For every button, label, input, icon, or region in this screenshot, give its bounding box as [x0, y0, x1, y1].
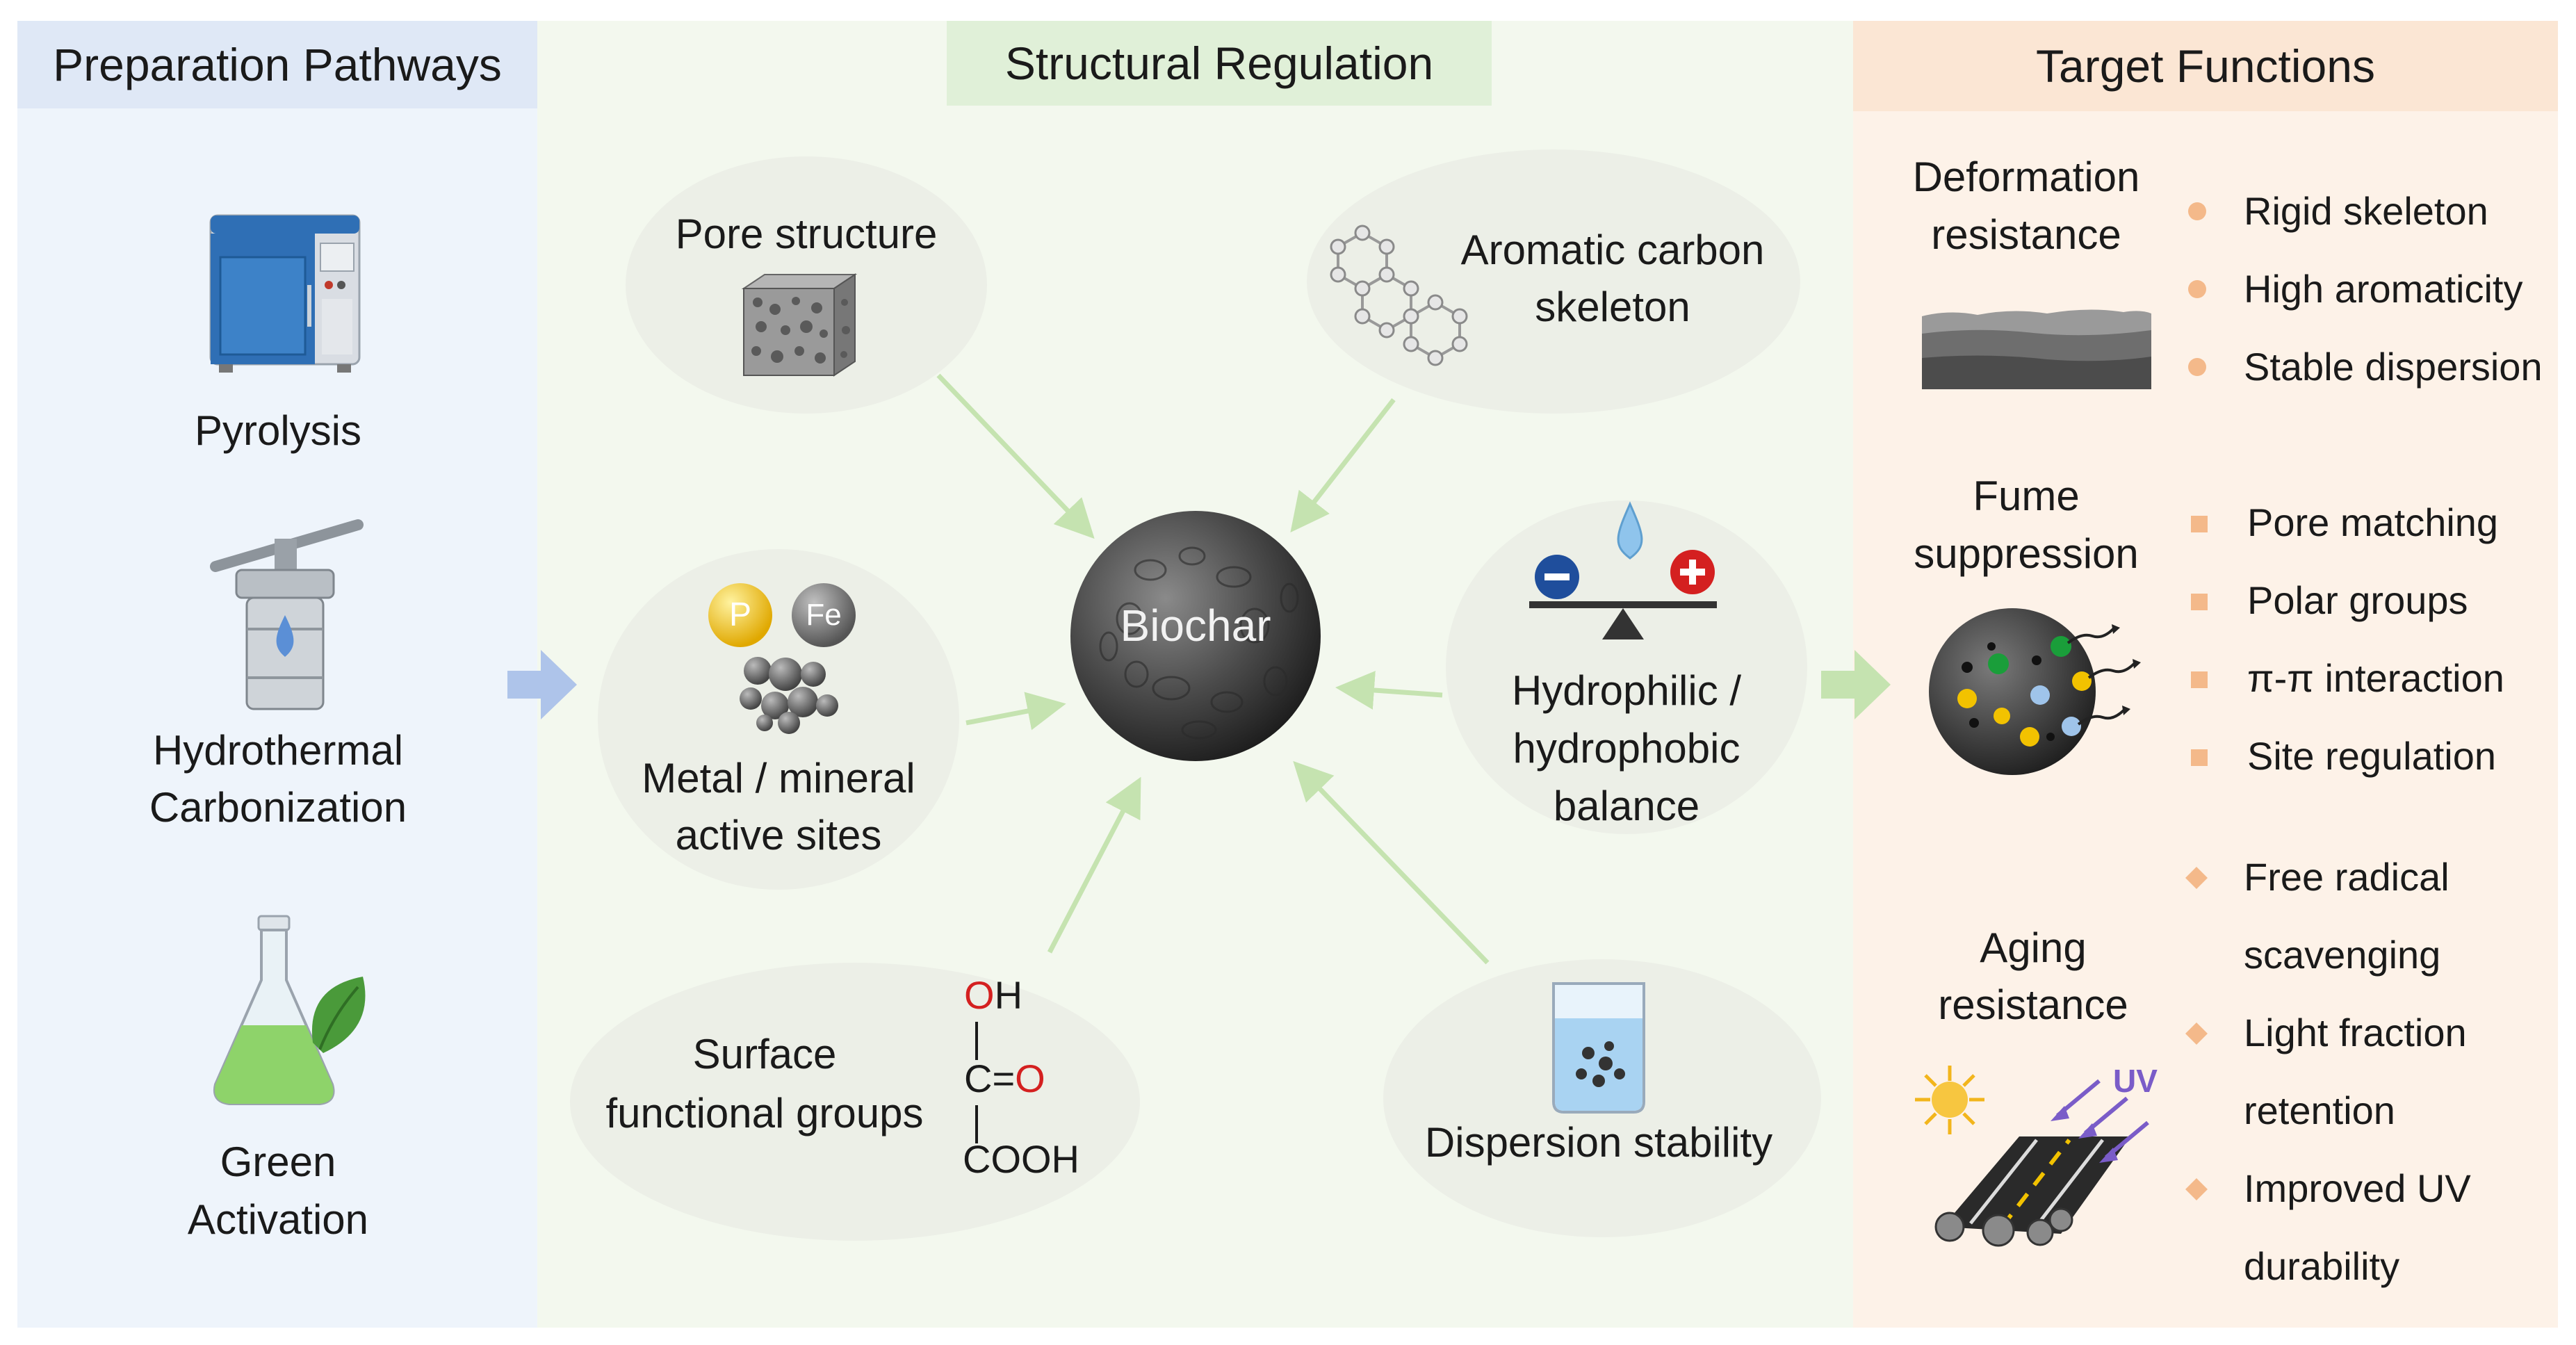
metal-p-symbol: P: [728, 596, 751, 633]
fume-item-2: Polar groups: [2247, 578, 2468, 622]
arrow-to-middle: [507, 650, 577, 719]
flask-leaf-icon: [213, 915, 366, 1105]
biochar-label: Biochar: [1120, 601, 1271, 651]
pathway-green-label-line2: Activation: [187, 1196, 369, 1243]
pathway-hydrothermal-label-line2: Carbonization: [149, 784, 407, 831]
deformation-title-line1: Deformation: [1912, 154, 2140, 200]
balance-icon: [1529, 501, 1717, 639]
chem-oh: OH: [964, 973, 1022, 1018]
metal-sites-icon: [708, 583, 856, 734]
fume-item-1: Pore matching: [2247, 500, 2499, 544]
pathway-hydrothermal-label-line1: Hydrothermal: [152, 727, 404, 774]
uv-label: UV: [2113, 1063, 2158, 1099]
aging-item-3-line1: Improved UV: [2244, 1166, 2471, 1210]
fume-item-4: Site regulation: [2247, 734, 2497, 778]
deformation-item-3: Stable dispersion: [2244, 345, 2543, 389]
aging-title-line1: Aging: [1980, 924, 2087, 971]
autoclave-icon: [210, 519, 364, 710]
aging-item-1-line1: Free radical: [2244, 855, 2449, 899]
aromatic-label-line1: Aromatic carbon: [1460, 227, 1765, 273]
chem-oh-o: O: [964, 973, 995, 1017]
fume-item-3: π-π interaction: [2247, 656, 2504, 700]
metal-label-line2: active sites: [675, 812, 882, 858]
metal-fe-symbol: Fe: [806, 598, 842, 632]
hydro-label-line3: balance: [1553, 783, 1700, 829]
chem-bond-top: [975, 1022, 978, 1060]
fume-particle-icon: [1929, 608, 2141, 775]
arrow-to-right: [1821, 650, 1891, 719]
aging-item-1-line2: scavenging: [2244, 933, 2441, 977]
fume-title-line1: Fume: [1973, 473, 2080, 519]
beaker-icon: [1552, 982, 1645, 1114]
fume-bullets: [2191, 516, 2208, 766]
biochar-sphere: [1070, 511, 1321, 761]
deformation-bullets: [2188, 202, 2206, 376]
chem-c: C=: [964, 1057, 1016, 1100]
aging-item-3-line2: durability: [2244, 1244, 2400, 1288]
chem-co: C=O: [964, 1057, 1045, 1101]
deformation-title-line2: resistance: [1931, 211, 2121, 258]
pavement-layer-icon: [1922, 309, 2151, 389]
chem-o: O: [1015, 1057, 1045, 1100]
aromatic-label-line2: skeleton: [1535, 284, 1690, 330]
surface-label-line2: functional groups: [605, 1090, 924, 1136]
surface-bg: [570, 963, 1140, 1241]
chem-bond-bottom: [975, 1105, 978, 1143]
aging-item-2-line1: Light fraction: [2244, 1011, 2467, 1054]
hydro-label-line2: hydrophobic: [1513, 725, 1741, 772]
pathway-pyrolysis-label: Pyrolysis: [194, 407, 362, 454]
aging-item-2-line2: retention: [2244, 1089, 2395, 1132]
aging-bullets: [2185, 867, 2208, 1200]
left-panel-title: Preparation Pathways: [17, 21, 537, 108]
aging-title-line2: resistance: [1938, 981, 2128, 1028]
surface-label-line1: Surface: [692, 1031, 837, 1077]
middle-panel-title: Structural Regulation: [947, 21, 1492, 106]
chem-cooh: COOH: [963, 1137, 1079, 1181]
oven-icon: [209, 214, 361, 373]
aromatic-rings-icon: [1330, 225, 1468, 366]
right-panel-title: Target Functions: [1853, 21, 2558, 111]
chem-oh-h: H: [994, 973, 1023, 1017]
pathway-green-label-line1: Green: [220, 1139, 336, 1185]
pore-cube-icon: [741, 273, 858, 377]
metal-label-line1: Metal / mineral: [642, 755, 915, 801]
hydro-label-line1: Hydrophilic /: [1511, 667, 1742, 714]
pore-structure-label: Pore structure: [675, 211, 938, 257]
uv-road-icon: [1915, 1066, 2149, 1247]
fume-title-line2: suppression: [1914, 530, 2139, 577]
dispersion-label: Dispersion stability: [1424, 1119, 1773, 1166]
deformation-item-2: High aromaticity: [2244, 267, 2523, 311]
deformation-item-1: Rigid skeleton: [2244, 189, 2488, 233]
